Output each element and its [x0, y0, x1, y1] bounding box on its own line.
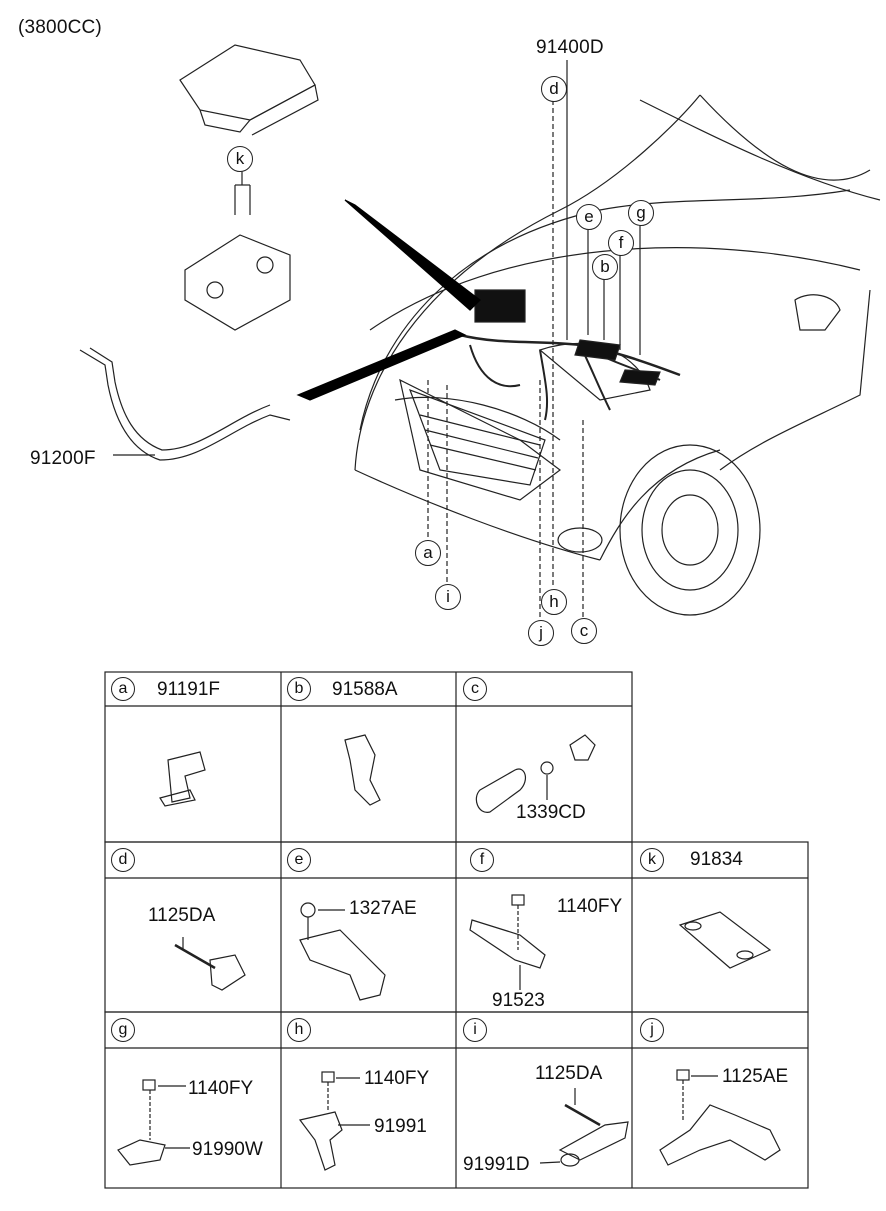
engine-label: (3800CC) — [18, 17, 102, 38]
detail-i-letter: i — [463, 1018, 487, 1042]
engine-bay-drawing — [79, 44, 881, 620]
harness-part-number: 91400D — [536, 37, 604, 58]
detail-b-title: 91588A — [332, 679, 398, 700]
callout-e: e — [576, 204, 602, 230]
callout-a: a — [415, 540, 441, 566]
detail-h-label-2: 91991 — [374, 1116, 427, 1137]
detail-i-label-2: 91991D — [463, 1154, 530, 1175]
callout-d: d — [541, 76, 567, 102]
detail-h-letter: h — [287, 1018, 311, 1042]
detail-g-label-2: 91990W — [192, 1139, 263, 1160]
callout-c: c — [571, 618, 597, 644]
detail-a-title: 91191F — [157, 679, 221, 700]
detail-f-letter: f — [470, 848, 494, 872]
detail-k-letter: k — [640, 848, 664, 872]
detail-b-letter: b — [287, 677, 311, 701]
detail-g-letter: g — [111, 1018, 135, 1042]
detail-e-letter: e — [287, 848, 311, 872]
detail-a-letter: a — [111, 677, 135, 701]
detail-j-label-1: 1125AE — [722, 1066, 789, 1087]
callout-f: f — [608, 230, 634, 256]
detail-c-letter: c — [463, 677, 487, 701]
callout-b: b — [592, 254, 618, 280]
detail-d-label-1: 1125DA — [148, 905, 216, 926]
callout-g: g — [628, 200, 654, 226]
battery-cable-part-number: 91200F — [30, 448, 96, 469]
detail-c-label-1: 1339CD — [516, 802, 586, 823]
detail-e-label-1: 1327AE — [349, 898, 417, 919]
detail-k-title: 91834 — [690, 849, 743, 870]
detail-j-letter: j — [640, 1018, 664, 1042]
callout-i: i — [435, 584, 461, 610]
detail-f-label-2: 91523 — [492, 990, 545, 1011]
detail-i-label-1: 1125DA — [535, 1063, 603, 1084]
detail-f-label-1: 1140FY — [557, 896, 623, 917]
detail-h-label-1: 1140FY — [364, 1068, 430, 1089]
detail-g-label-1: 1140FY — [188, 1078, 254, 1099]
callout-j: j — [528, 620, 554, 646]
callout-k: k — [227, 146, 253, 172]
detail-d-letter: d — [111, 848, 135, 872]
callout-h: h — [541, 589, 567, 615]
